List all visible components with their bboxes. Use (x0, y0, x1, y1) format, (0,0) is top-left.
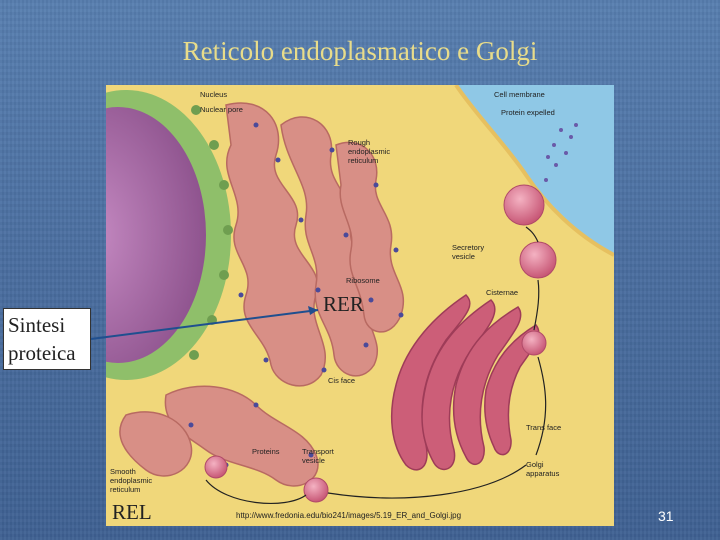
side-label-line-1: Sintesi (8, 311, 86, 339)
golgi-vesicle (522, 331, 546, 355)
label-golgi-1: Golgi (526, 460, 544, 469)
label-transport-2: vesicle (302, 456, 325, 465)
small-vesicle (205, 456, 227, 478)
label-rough-er-2: endoplasmic (348, 147, 390, 156)
label-golgi-2: apparatus (526, 469, 560, 478)
label-transport-1: Transport (302, 447, 335, 456)
rer-label: RER (323, 292, 364, 317)
label-protein-expelled: Protein expelled (501, 108, 555, 117)
page-number: 31 (658, 508, 674, 524)
transport-vesicle (304, 478, 328, 502)
label-proteins: Proteins (252, 447, 280, 456)
label-rough-er-3: reticulum (348, 156, 378, 165)
protein-synthesis-label: Sintesi proteica (3, 308, 91, 370)
label-cell-membrane: Cell membrane (494, 90, 545, 99)
label-smooth-er-1: Smooth (110, 467, 136, 476)
label-smooth-er-3: reticulum (110, 485, 140, 494)
rel-label: REL (112, 500, 152, 525)
source-url: http://www.fredonia.edu/bio241/images/5.… (236, 511, 461, 520)
side-label-line-2: proteica (8, 339, 86, 367)
label-secretory-2: vesicle (452, 252, 475, 261)
label-nuclear-pore: Nuclear pore (200, 105, 243, 114)
exocytosis-vesicle (504, 185, 544, 225)
label-ribosome: Ribosome (346, 276, 380, 285)
label-cis-face: Cis face (328, 376, 355, 385)
secretory-vesicle (520, 242, 556, 278)
slide-title: Reticolo endoplasmatico e Golgi (0, 36, 720, 67)
label-secretory-1: Secretory (452, 243, 484, 252)
label-rough-er-1: Rough (348, 138, 370, 147)
label-nucleus: Nucleus (200, 90, 227, 99)
label-smooth-er-2: endoplasmic (110, 476, 152, 485)
label-trans-face: Trans face (526, 423, 561, 432)
label-cisternae: Cisternae (486, 288, 518, 297)
